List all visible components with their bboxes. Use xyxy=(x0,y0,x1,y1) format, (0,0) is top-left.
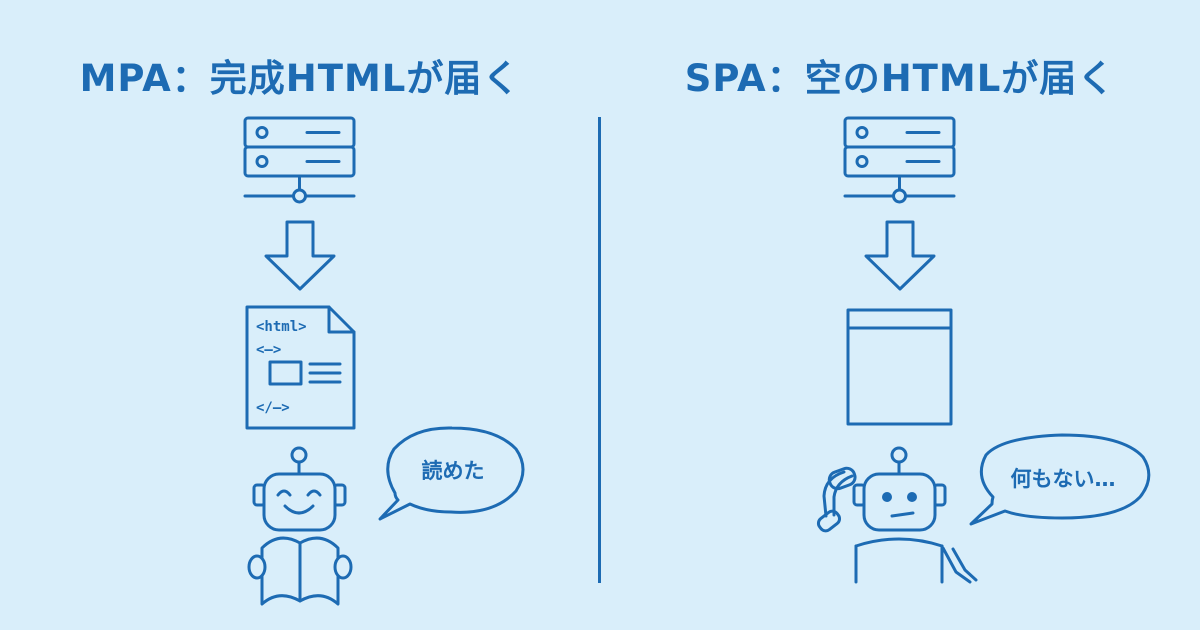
html-element-line: <―> xyxy=(256,342,281,358)
html-document-icon: <html> <―> </―> xyxy=(245,305,356,430)
server-icon xyxy=(843,116,956,204)
mpa-diagram: <html> <―> </―> 読めた xyxy=(243,116,525,606)
mpa-speech-bubble: 読めた xyxy=(378,426,525,521)
center-divider xyxy=(598,117,601,583)
server-icon xyxy=(243,116,356,204)
empty-html-window-icon xyxy=(846,308,953,426)
down-arrow-icon xyxy=(264,220,336,291)
spa-diagram: 何もない… xyxy=(816,116,1151,584)
down-arrow-icon xyxy=(864,220,936,291)
spa-bubble-text: 何もない… xyxy=(1011,467,1116,491)
spa-title: SPA：空のHTMLが届く xyxy=(684,57,1116,100)
confused-robot-icon xyxy=(816,446,978,584)
mpa-title: MPA：完成HTMLが届く xyxy=(79,57,521,100)
html-open-tag: <html> xyxy=(256,319,307,335)
spa-speech-bubble: 何もない… xyxy=(969,433,1151,526)
html-close-tag: </―> xyxy=(256,400,290,416)
happy-robot-reading-icon xyxy=(247,446,353,606)
mpa-bubble-text: 読めた xyxy=(422,459,485,483)
